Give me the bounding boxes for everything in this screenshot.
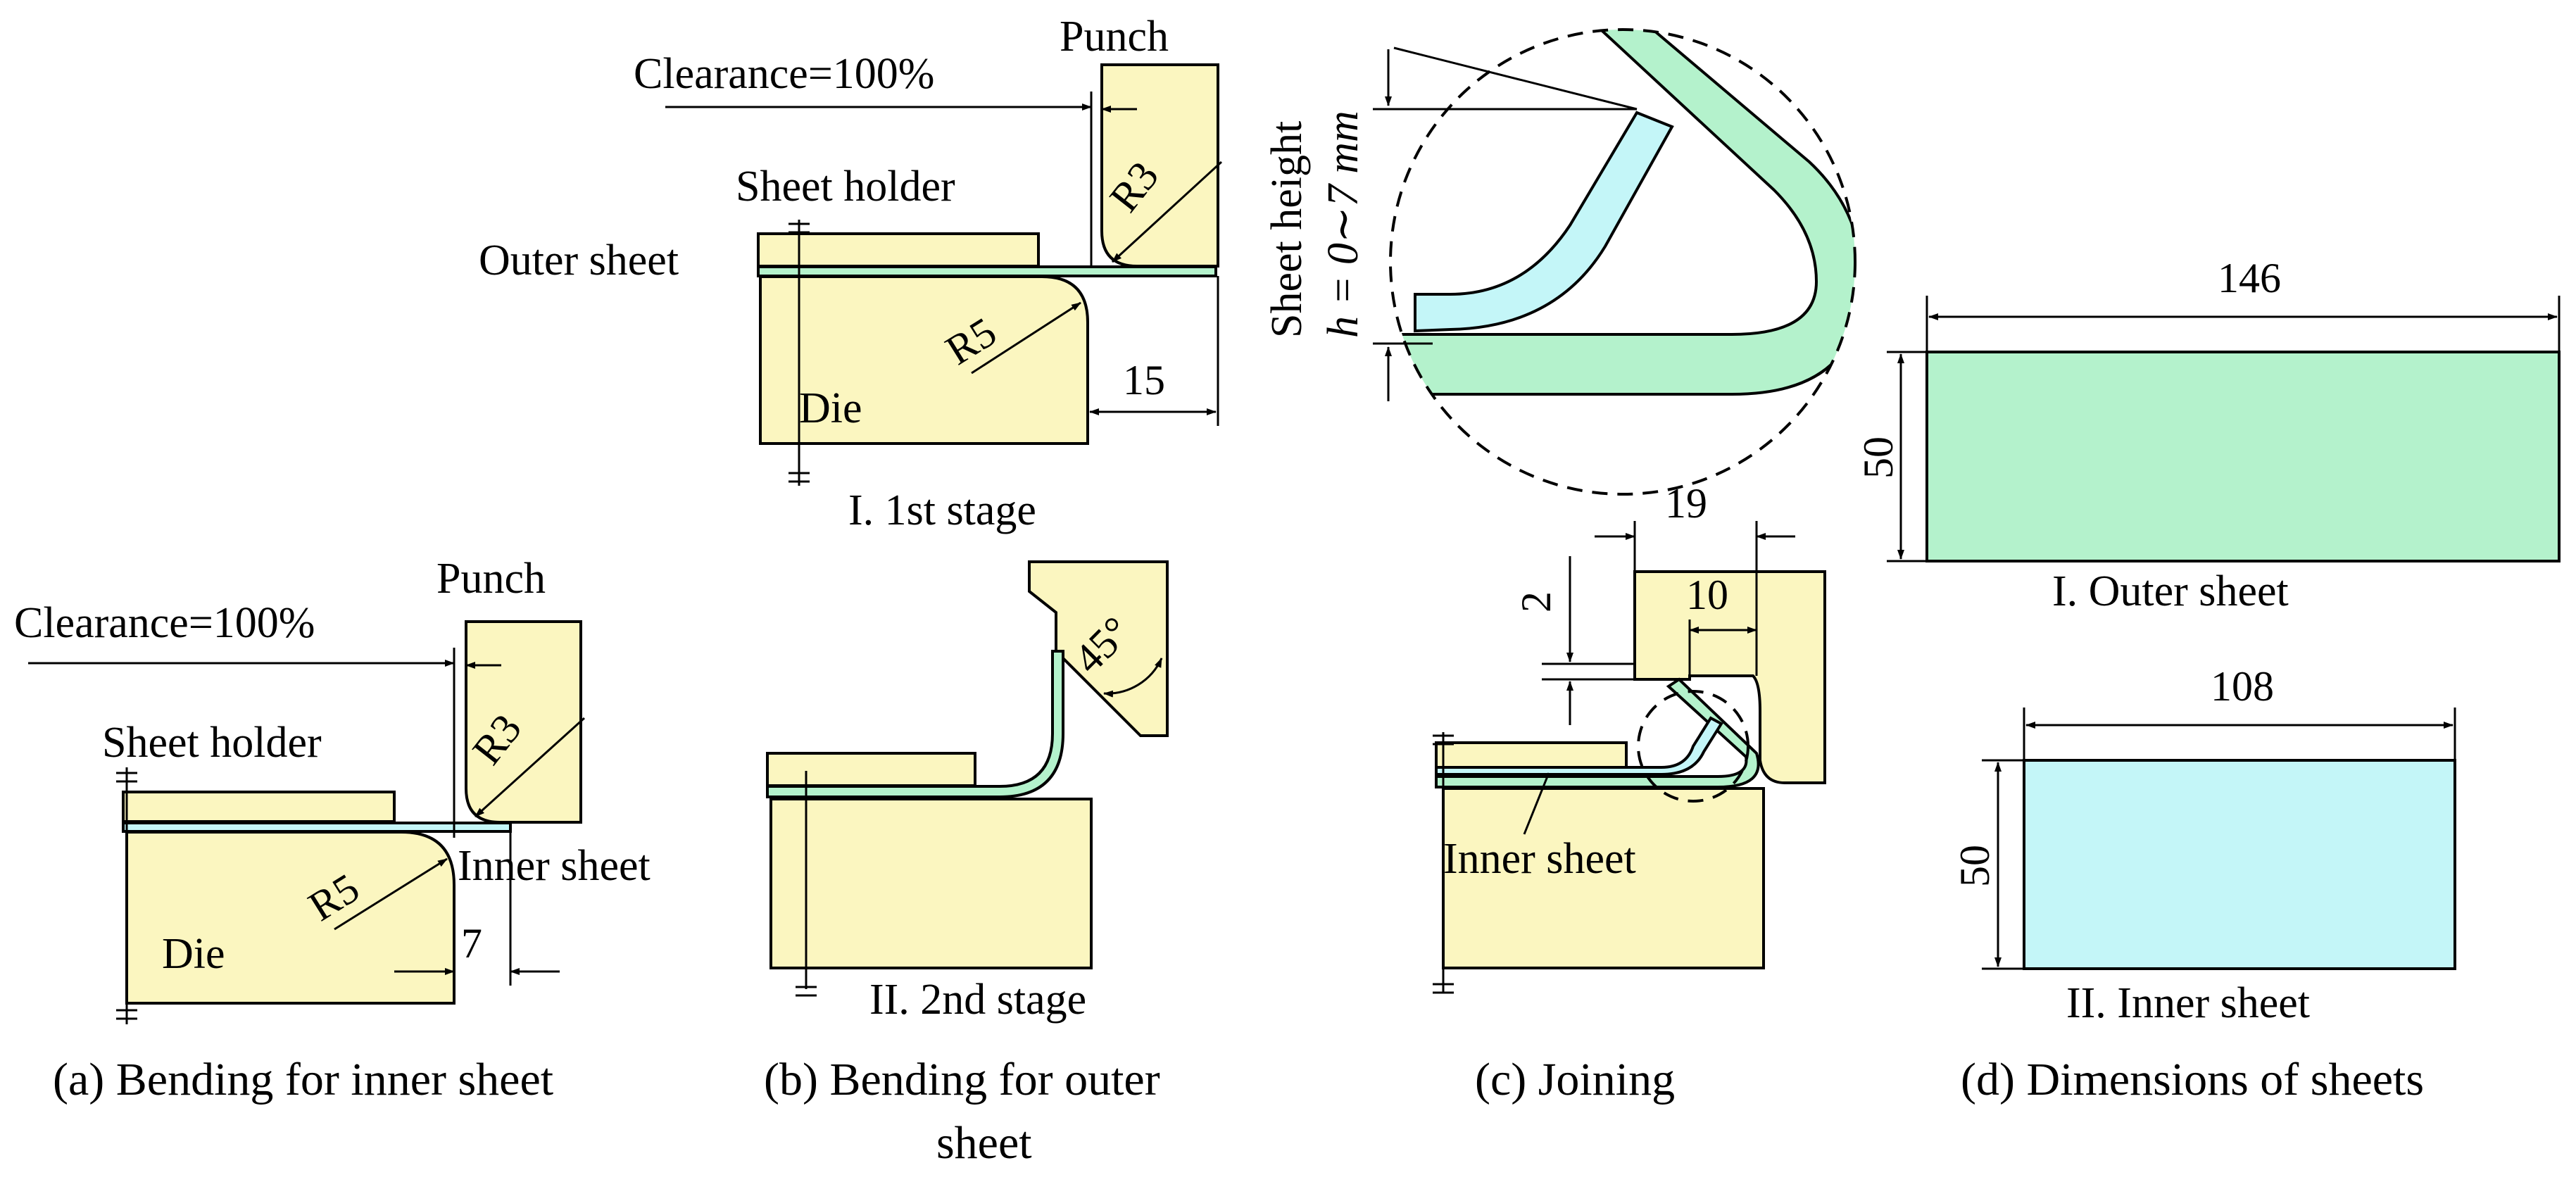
stage1-outer-sheet-label: Outer sheet [479,237,679,284]
panel-a-clearance-label: Clearance=100% [14,599,315,647]
stage1-die-label: Die [799,384,862,432]
caption-b-line2: sheet [936,1117,1032,1169]
sheet-height-value: h = 0∼7 mm [1319,111,1367,338]
stage2-die [769,798,1093,969]
inner-sheet-title: II. Inner sheet [2066,979,2310,1027]
panel-a-sheet-holder-label: Sheet holder [102,719,322,767]
inner-sheet-rect [2023,759,2456,970]
panel-a-dim-7: 7 [461,920,482,967]
stage1-sheet-holder-label: Sheet holder [736,163,955,210]
outer-sheet-width: 146 [2218,255,2281,301]
joining-punch [1633,570,1826,784]
panel-a-diagram: Punch Clearance=100% Sheet holder R3 R5 … [14,555,651,1024]
joining-detail-circle: Sheet height h = 0∼7 mm [1263,28,1856,496]
stage1-sheet-holder [757,232,1040,268]
stage1-punch [1100,63,1219,268]
joining-outer-sheet [1435,677,1760,788]
stage1-dim-15: 15 [1123,357,1165,403]
joining-detail-marker [1637,690,1749,803]
joining-dim-10: 10 [1686,572,1728,618]
stage1-punch-label: Punch [1060,13,1169,61]
outer-sheet-title: I. Outer sheet [2052,567,2289,615]
stage1-clearance-label: Clearance=100% [634,50,934,98]
joining-diagram: 19 10 2 Inner sheet [1433,480,1826,994]
joining-inner-sheet [1435,716,1723,776]
stage1-title: I. 1st stage [848,486,1036,534]
panel-a-inner-sheet [122,822,512,833]
sheet-height-label: Sheet height [1263,121,1311,338]
joining-inner-sheet-label: Inner sheet [1443,835,1636,883]
caption-a: (a) Bending for inner sheet [53,1054,553,1105]
joining-dim-19: 19 [1665,480,1707,527]
stage2-diagram: 45° II. 2nd stage [766,560,1169,1024]
stage2-sheet-holder [766,752,976,787]
stage1-diagram: Punch Clearance=100% Sheet holder Outer … [479,13,1223,534]
detail-inner-sheet [1414,111,1674,333]
caption-d: (d) Dimensions of sheets [1961,1054,2424,1105]
stage2-title: II. 2nd stage [869,976,1086,1024]
panel-a-inner-sheet-label: Inner sheet [458,842,651,890]
inner-sheet-width: 108 [2211,663,2274,710]
inner-sheet-height: 50 [1952,845,1998,887]
sheet-dimensions: 146 50 I. Outer sheet 108 50 II. Inner s… [1855,255,2561,1027]
stage1-outer-sheet [757,265,1217,277]
panel-a-die-label: Die [162,930,225,978]
stage2-outer-sheet [766,650,1064,798]
panel-a-punch-label: Punch [436,555,546,603]
outer-sheet-rect [1925,351,2561,562]
outer-sheet-height: 50 [1855,436,1902,479]
detail-circle-outline [1389,28,1856,496]
joining-dim-2: 2 [1513,591,1559,612]
panel-a-sheet-holder [122,791,396,823]
caption-c: (c) Joining [1475,1054,1675,1105]
caption-b-line1: (b) Bending for outer [764,1054,1160,1105]
